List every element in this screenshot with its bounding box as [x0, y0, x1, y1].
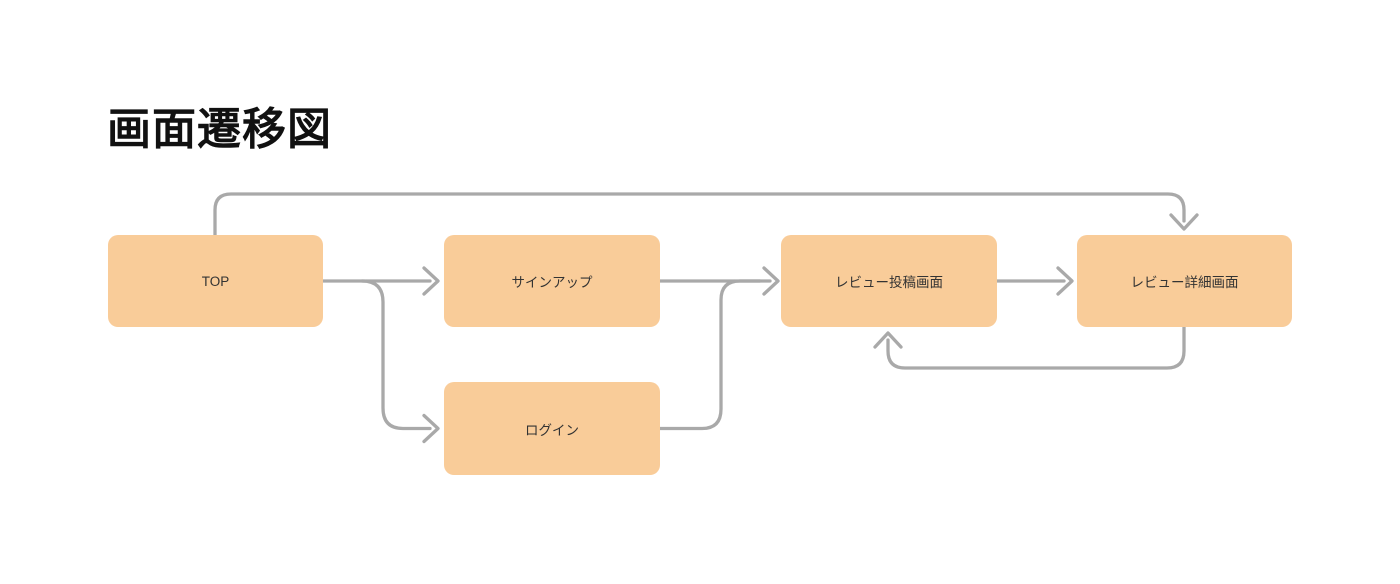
arrowhead-review-detail-to-review-post [873, 331, 903, 349]
arrowhead-top-to-review-detail [1169, 213, 1199, 231]
node-review-detail: レビュー詳細画面 [1077, 235, 1292, 327]
node-login-label: ログイン [525, 422, 579, 438]
edge-top-to-review-detail [213, 192, 1186, 237]
node-review-post-label: レビュー投稿画面 [835, 275, 943, 290]
arrowhead-signup-to-review-post [762, 266, 780, 296]
edge-top-to-login [360, 279, 432, 431]
edge-login-to-review-post [658, 279, 762, 431]
arrowhead-top-to-login [422, 413, 440, 444]
node-signup-label: サインアップ [511, 275, 593, 290]
node-top: TOP [108, 235, 323, 327]
node-review-post: レビュー投稿画面 [781, 235, 997, 327]
node-top-label: TOP [201, 273, 230, 289]
arrowhead-review-post-to-review-detail [1056, 266, 1074, 296]
node-review-detail-label: レビュー詳細画面 [1130, 275, 1239, 290]
arrowhead-top-to-signup [422, 266, 440, 296]
node-login: ログイン [444, 382, 660, 475]
page-title: 画面遷移図 [107, 105, 332, 154]
node-signup: サインアップ [444, 235, 660, 327]
edge-review-detail-to-review-post [886, 325, 1186, 370]
